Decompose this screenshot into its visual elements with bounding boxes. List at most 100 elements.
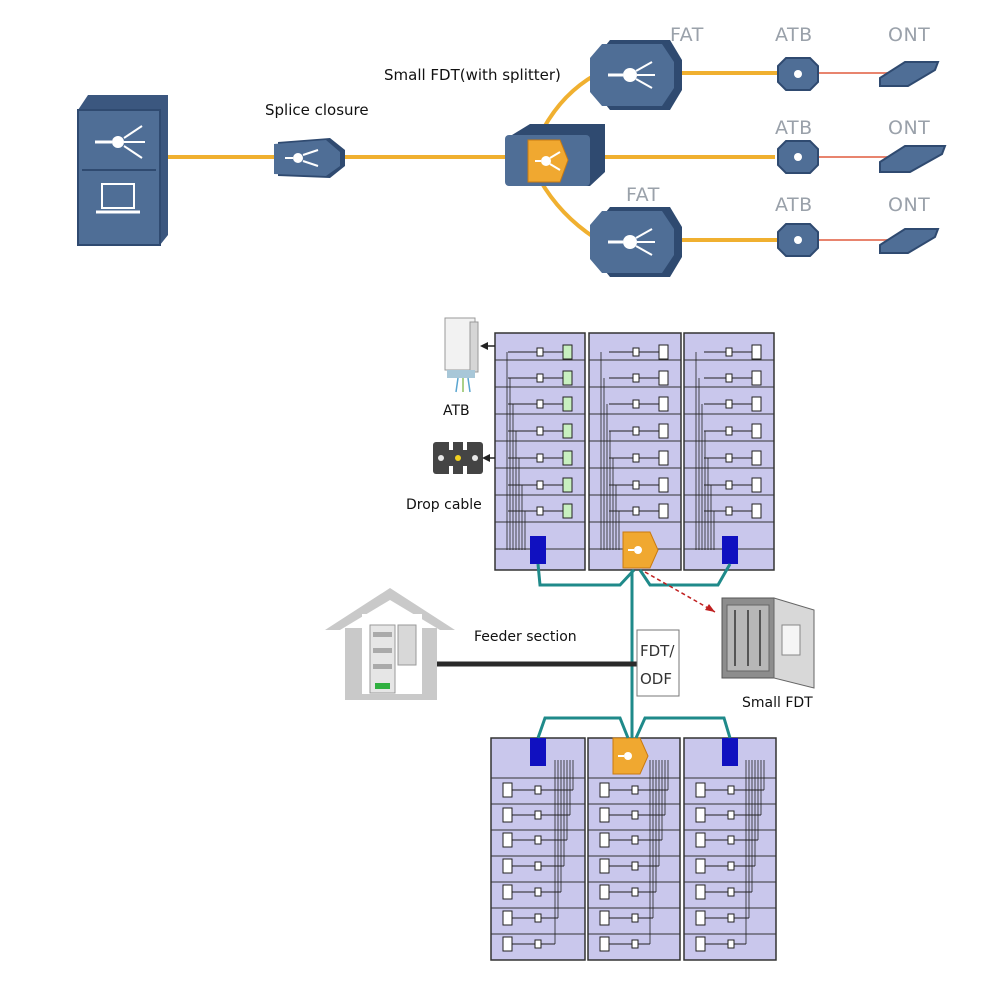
port-connector	[631, 810, 639, 820]
port-connector	[536, 426, 544, 436]
outlet	[502, 858, 513, 874]
port-connector	[534, 810, 542, 820]
atb-wallbox-icon	[444, 317, 479, 393]
port-connector	[631, 913, 639, 923]
connector-box-right	[722, 738, 738, 766]
port-connector	[727, 913, 735, 923]
port-connector	[631, 887, 639, 897]
port-connector	[534, 861, 542, 871]
outlet	[658, 477, 669, 493]
outlet	[502, 832, 513, 848]
port-rows	[506, 344, 762, 550]
outlet	[751, 370, 762, 386]
bottom-building-diagram: Feeder section FDT/ ODF Small FDT	[325, 317, 815, 961]
port-connector	[631, 785, 639, 795]
port-connector	[536, 480, 544, 490]
outlet	[751, 396, 762, 412]
arrow-head	[480, 342, 488, 350]
outlet	[695, 858, 706, 874]
outlet	[658, 396, 669, 412]
port-connector	[727, 939, 735, 949]
outlet	[751, 477, 762, 493]
port-connector	[727, 861, 735, 871]
outlet	[599, 884, 610, 900]
olt-cabinet-icon	[77, 95, 168, 246]
outlet	[562, 503, 573, 519]
outlet	[751, 423, 762, 439]
drop-cable-icon	[433, 442, 483, 474]
outlet	[695, 884, 706, 900]
outlet	[562, 423, 573, 439]
small-fdt-label: Small FDT(with splitter)	[384, 66, 561, 84]
ont-icon	[879, 228, 940, 254]
port-connector	[536, 506, 544, 516]
port-connector	[536, 347, 544, 357]
atb-label-2: ATB	[775, 117, 813, 139]
outlet	[599, 832, 610, 848]
outlet	[562, 477, 573, 493]
outlet	[751, 503, 762, 519]
port-connector	[727, 785, 735, 795]
outlet	[502, 936, 513, 952]
outlet	[599, 936, 610, 952]
drop-cable-label: Drop cable	[406, 497, 482, 513]
port-connector	[632, 373, 640, 383]
splice-closure-icon	[274, 138, 345, 178]
connector-box-right	[722, 536, 738, 564]
outlet	[658, 344, 669, 360]
outlet	[562, 396, 573, 412]
port-connector	[534, 835, 542, 845]
small-fdt-label: Small FDT	[742, 695, 813, 711]
port-connector	[632, 347, 640, 357]
splitter-icon	[622, 531, 659, 569]
outlet	[502, 910, 513, 926]
atb-icon	[777, 140, 819, 174]
port-connector	[725, 373, 733, 383]
arrow-head	[705, 604, 715, 612]
port-connector	[727, 810, 735, 820]
ont-label-2: ONT	[888, 117, 930, 139]
splitter-icon	[612, 737, 649, 775]
outlet	[502, 782, 513, 798]
outlet	[562, 370, 573, 386]
outlet	[599, 807, 610, 823]
outlet	[658, 370, 669, 386]
outlet	[695, 807, 706, 823]
outlet	[751, 450, 762, 466]
fat-label-1: FAT	[670, 24, 704, 46]
port-connector	[631, 861, 639, 871]
outlet	[599, 910, 610, 926]
atb-icon	[777, 57, 819, 91]
outlet	[751, 344, 762, 360]
fdt-odf-box: FDT/ ODF	[636, 629, 680, 697]
port-connector	[534, 785, 542, 795]
port-connector	[725, 453, 733, 463]
atb-label: ATB	[443, 403, 470, 419]
port-connector	[632, 426, 640, 436]
connector-box-left	[530, 536, 546, 564]
splice-closure-label: Splice closure	[265, 101, 369, 119]
fdt-odf-label-line1: FDT/	[640, 642, 675, 660]
outlet	[695, 910, 706, 926]
arrow-head	[482, 454, 490, 462]
atb-label-1: ATB	[775, 24, 813, 46]
connector-box-left	[530, 738, 546, 766]
outlet	[562, 450, 573, 466]
top-topology-diagram: Splice closure Small FDT(with splitter) …	[77, 24, 947, 277]
port-connector	[727, 887, 735, 897]
outlet	[502, 807, 513, 823]
port-connector	[534, 939, 542, 949]
feeder-section-label: Feeder section	[474, 629, 577, 645]
distribution-cables	[536, 563, 732, 739]
port-connector	[632, 399, 640, 409]
lower-building	[490, 737, 777, 961]
outlet	[599, 858, 610, 874]
port-connector	[536, 453, 544, 463]
port-connector	[536, 399, 544, 409]
ont-icon	[879, 61, 940, 87]
port-connector	[727, 835, 735, 845]
port-connector	[536, 373, 544, 383]
port-connector	[631, 835, 639, 845]
upper-building	[494, 332, 775, 571]
